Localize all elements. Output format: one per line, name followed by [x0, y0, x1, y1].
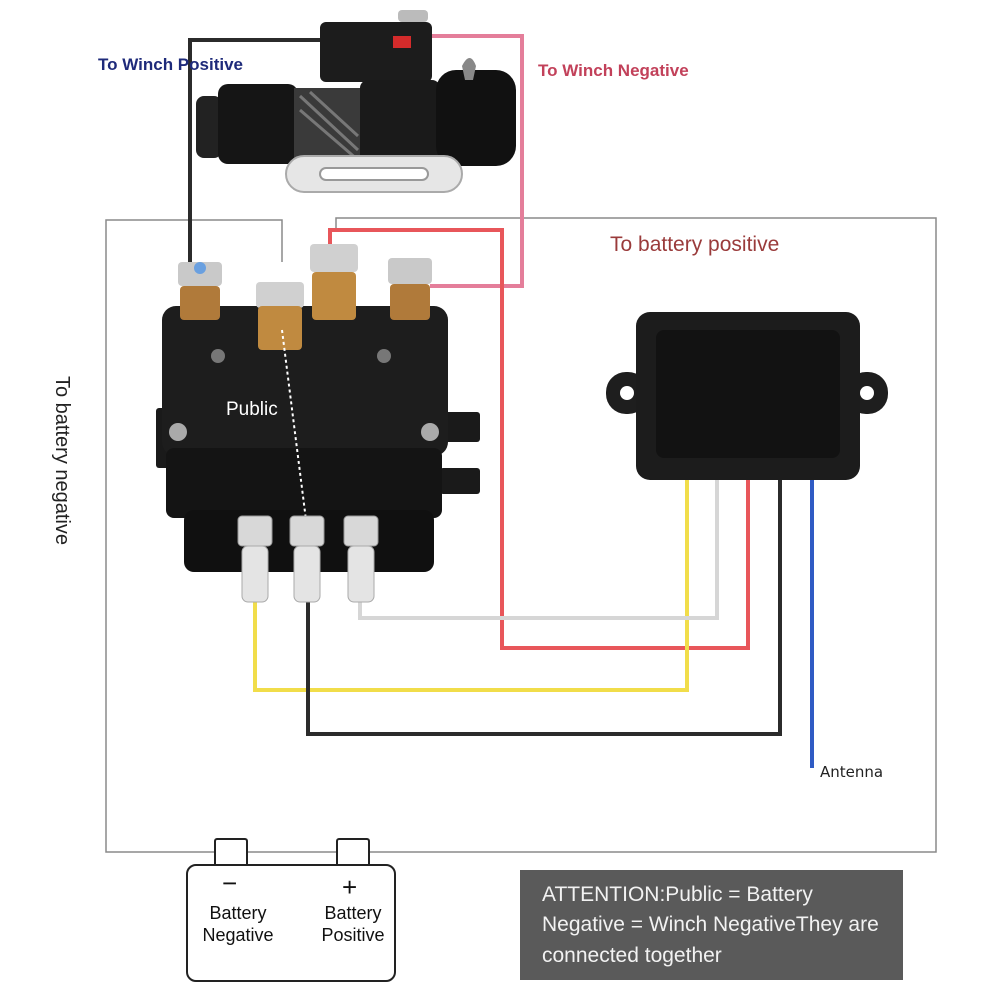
battery-positive-terminal — [336, 838, 370, 864]
relay-post-2 — [256, 282, 304, 350]
battery-icon — [186, 864, 396, 982]
to-battery-positive-label: To battery positive — [610, 233, 780, 256]
relay-connector-3 — [343, 515, 379, 603]
to-winch-negative-label: To Winch Negative — [538, 61, 689, 80]
solenoid-relay-icon — [156, 244, 480, 603]
receiver-module-icon — [606, 312, 888, 480]
black-control-wire — [306, 480, 782, 736]
white-control-wire — [358, 480, 719, 620]
to-winch-positive-label: To Winch Positive — [98, 55, 243, 74]
attention-note: ATTENTION:Public = Battery Negative = Wi… — [520, 870, 903, 980]
relay-connector-2 — [289, 515, 325, 603]
winch-positive-wire — [188, 38, 340, 262]
battery-positive-label: Battery Positive — [321, 903, 385, 945]
battery-negative-label: Battery Negative — [202, 903, 274, 945]
yellow-control-wire — [253, 480, 689, 692]
relay-connector-1 — [237, 515, 273, 603]
to-battery-negative-label: To battery negative — [51, 376, 73, 545]
winch-negative-wire — [430, 34, 524, 288]
relay-post-1 — [178, 262, 222, 320]
winch-icon — [196, 10, 516, 193]
antenna-label: Antenna — [820, 763, 884, 781]
battery-positive-wire — [328, 228, 750, 650]
battery-negative-terminal — [214, 838, 248, 864]
public-label: Public — [226, 399, 278, 420]
battery-negative-frame-wire — [105, 217, 937, 853]
plus-icon: + — [342, 872, 358, 902]
relay-post-4 — [388, 258, 432, 320]
relay-post-3 — [310, 244, 358, 320]
minus-icon: − — [222, 868, 238, 898]
